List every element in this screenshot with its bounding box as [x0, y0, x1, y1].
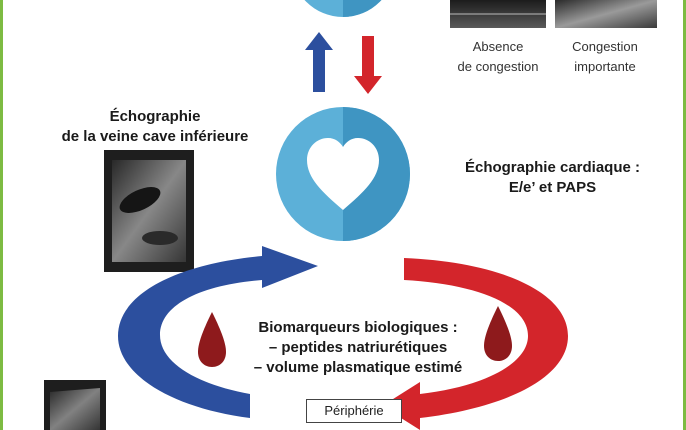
down-arrow-red	[354, 36, 382, 94]
ivc-line1: Échographie	[109, 108, 201, 125]
no-congestion-line1: Absence	[472, 39, 524, 54]
biomarkers-line2: – peptides natriurétiques	[268, 339, 448, 356]
biomarkers-line3: – volume plasmatique estimé	[253, 359, 463, 376]
red-cycle-arrow	[382, 258, 568, 430]
bottom-ultrasound-image	[44, 380, 106, 430]
cardiac-line2: E/e’ et PAPS	[508, 179, 597, 196]
blood-drop-icon	[198, 312, 226, 367]
blue-cycle-arrow	[118, 246, 318, 418]
biomarkers-line1: Biomarqueurs biologiques :	[258, 319, 458, 336]
up-arrow-blue	[305, 32, 333, 92]
heart-circle	[276, 107, 410, 241]
biomarkers-label: Biomarqueurs biologiques : – peptides na…	[228, 318, 488, 378]
cardiac-echography-label: Échographie cardiaque : E/e’ et PAPS	[440, 158, 665, 198]
no-congestion-line2: de congestion	[457, 59, 539, 74]
congestion-label: Congestion importante	[553, 37, 657, 77]
congestion-line2: importante	[574, 59, 636, 74]
ivc-echography-label: Échographie de la veine cave inférieure	[40, 107, 270, 147]
ultrasound-congestion-image	[555, 0, 657, 28]
ivc-line2: de la veine cave inférieure	[61, 128, 249, 145]
periphery-box: Périphérie	[306, 399, 402, 423]
no-congestion-label: Absence de congestion	[448, 37, 548, 77]
top-lung-circle	[304, 0, 382, 17]
cardiac-line1: Échographie cardiaque :	[464, 159, 641, 176]
heart-icon	[307, 138, 379, 210]
ivc-ultrasound-image	[104, 150, 194, 272]
blood-drop-icon	[484, 306, 512, 361]
congestion-line1: Congestion	[572, 39, 638, 54]
